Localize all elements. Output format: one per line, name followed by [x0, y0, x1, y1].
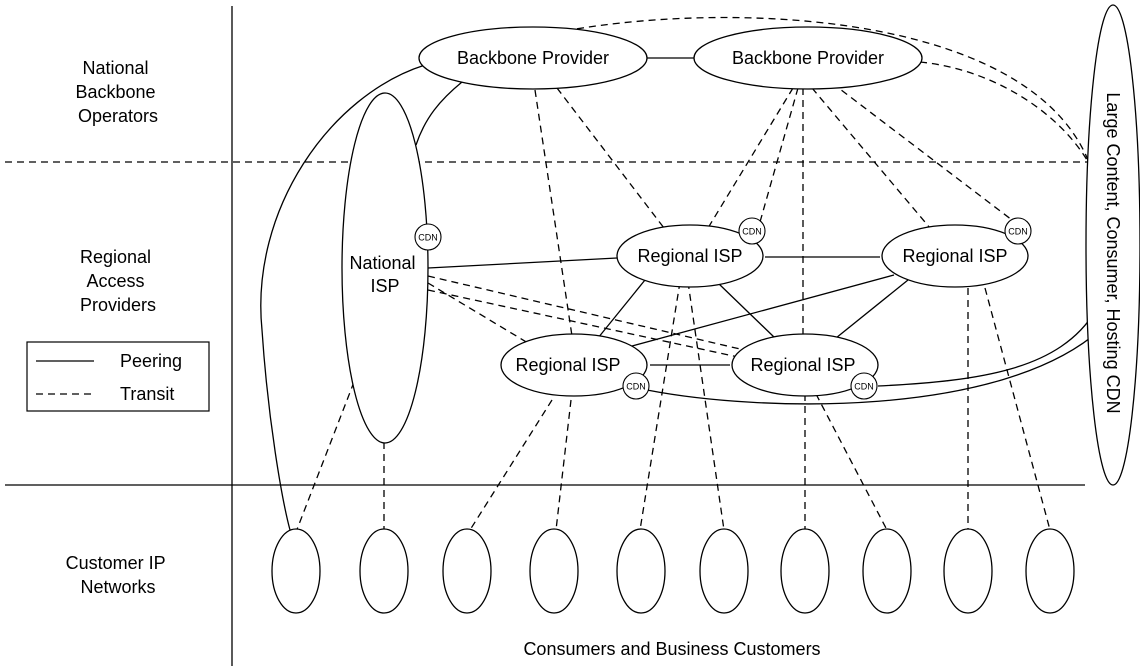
transit-link: [759, 87, 799, 223]
peering-link: [597, 279, 646, 339]
cdn-badge-label: CDN: [742, 227, 762, 237]
customer-network-node: [442, 528, 492, 614]
peering-link: [835, 279, 909, 339]
transit-link: [811, 87, 931, 229]
customer-network-node: [529, 528, 579, 614]
cdn-badge-label: CDN: [626, 382, 646, 392]
transit-link: [427, 275, 741, 350]
regional-isp-label: Regional ISP: [637, 246, 742, 266]
transit-link: [687, 281, 725, 531]
customer-network-node: [616, 528, 666, 614]
national-isp-node: [341, 92, 429, 444]
customer-network-node: [943, 528, 993, 614]
legend-peering-label: Peering: [120, 351, 182, 371]
customer-network-node: [862, 528, 912, 614]
regional-isp-node: [731, 333, 879, 397]
regional-isp-node: [616, 224, 764, 288]
peering-link: [717, 282, 776, 339]
regional-isp-node: [500, 333, 648, 397]
backbone-provider-node: [693, 26, 923, 90]
customer-network-node: [1025, 528, 1075, 614]
backbone-provider-label: Backbone Provider: [457, 48, 609, 68]
cdn-badge-label: CDN: [418, 233, 438, 243]
customer-network-node: [699, 528, 749, 614]
large-cdn-label: Large Content, Consumer, Hosting CDN: [1103, 92, 1123, 413]
regional-isp-label: Regional ISP: [750, 355, 855, 375]
cdn-badge-label: CDN: [854, 382, 874, 392]
large-cdn-node: [1085, 4, 1140, 486]
peering-link: [415, 81, 463, 146]
backbone-provider-node: [418, 26, 648, 90]
transit-link: [295, 381, 355, 533]
national-isp-label: National ISP: [349, 253, 420, 296]
transit-link: [427, 282, 529, 344]
tier-label-backbone: National Backbone Operators: [75, 58, 160, 126]
footer-caption: Consumers and Business Customers: [523, 639, 820, 659]
transit-link: [984, 287, 1051, 531]
transit-link: [919, 61, 1096, 176]
regional-isp-label: Regional ISP: [902, 246, 1007, 266]
tier-label-regional: Regional Access Providers: [80, 247, 156, 315]
peering-link: [260, 64, 426, 531]
transit-link: [707, 87, 794, 229]
transit-link: [556, 87, 665, 229]
regional-isp-label: Regional ISP: [515, 355, 620, 375]
transit-link: [469, 399, 553, 531]
customer-networks: [271, 528, 1075, 614]
customer-network-node: [780, 528, 830, 614]
transit-link: [534, 89, 573, 337]
transit-link: [427, 289, 739, 358]
legend-box: [26, 341, 210, 412]
peering-link: [877, 309, 1097, 387]
peering-link: [427, 257, 618, 269]
legend-transit-label: Transit: [120, 384, 174, 404]
customer-network-node: [271, 528, 321, 614]
cdn-badge: [622, 372, 650, 400]
tier-label-customer: Customer IP Networks: [66, 553, 171, 597]
peering-link: [646, 329, 1101, 405]
cdn-badge: [414, 223, 442, 251]
transit-link: [555, 399, 572, 531]
transit-link: [639, 281, 681, 531]
customer-network-node: [359, 528, 409, 614]
cdn-badge-label: CDN: [1008, 227, 1028, 237]
cdn-badge: [850, 372, 878, 400]
transit-link: [831, 82, 1013, 221]
cdn-badge: [1004, 217, 1032, 245]
backbone-provider-label: Backbone Provider: [732, 48, 884, 68]
transit-link: [815, 393, 888, 531]
regional-isp-node: [881, 224, 1029, 288]
cdn-badge: [738, 217, 766, 245]
